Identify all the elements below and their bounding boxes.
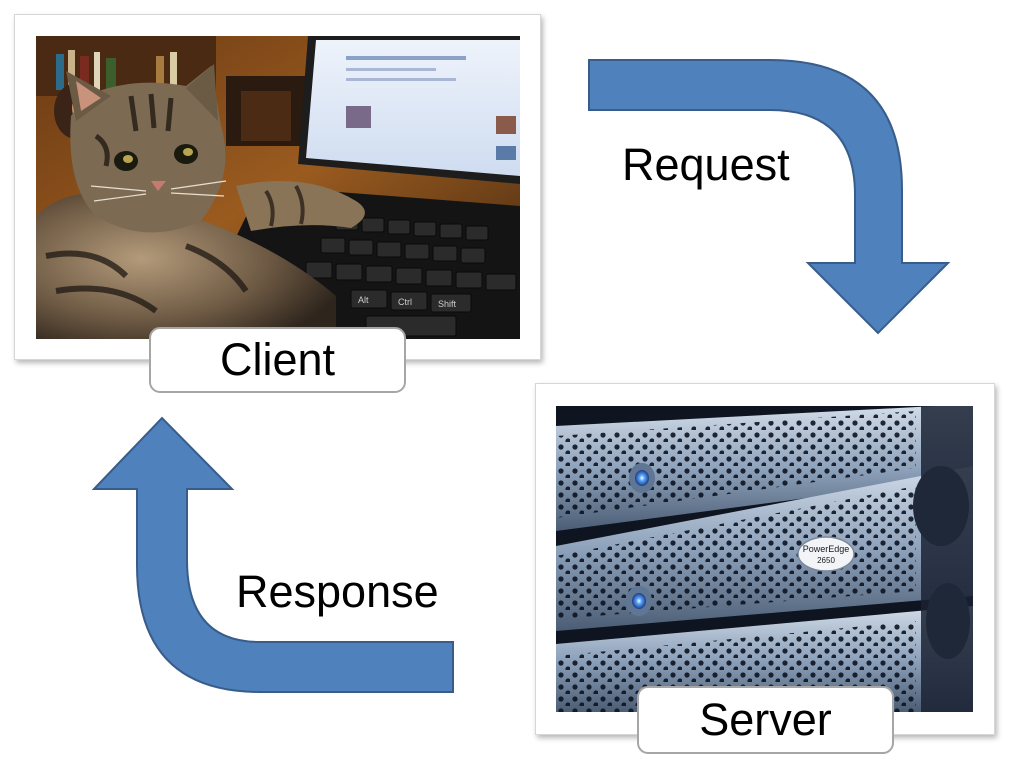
kitten-on-laptop-photo: Alt Ctrl Shift: [36, 36, 520, 339]
request-arrow-shape: [588, 59, 951, 335]
server-badge-model: 2650: [817, 556, 835, 565]
keyboard-key-ctrl: Ctrl: [398, 297, 412, 307]
keyboard-key-alt: Alt: [358, 295, 369, 305]
server-photo-frame: PowerEdge 2650: [535, 383, 995, 735]
rack-server-photo: PowerEdge 2650: [556, 406, 973, 712]
server-label: Server: [637, 686, 894, 754]
client-label: Client: [149, 327, 406, 393]
response-arrow-shape: [91, 416, 454, 693]
client-photo-frame: Alt Ctrl Shift: [14, 14, 541, 360]
server-badge-brand: PowerEdge: [803, 544, 850, 554]
response-label: Response: [236, 566, 439, 617]
keyboard-key-shift: Shift: [438, 299, 457, 309]
request-label: Request: [622, 139, 790, 190]
